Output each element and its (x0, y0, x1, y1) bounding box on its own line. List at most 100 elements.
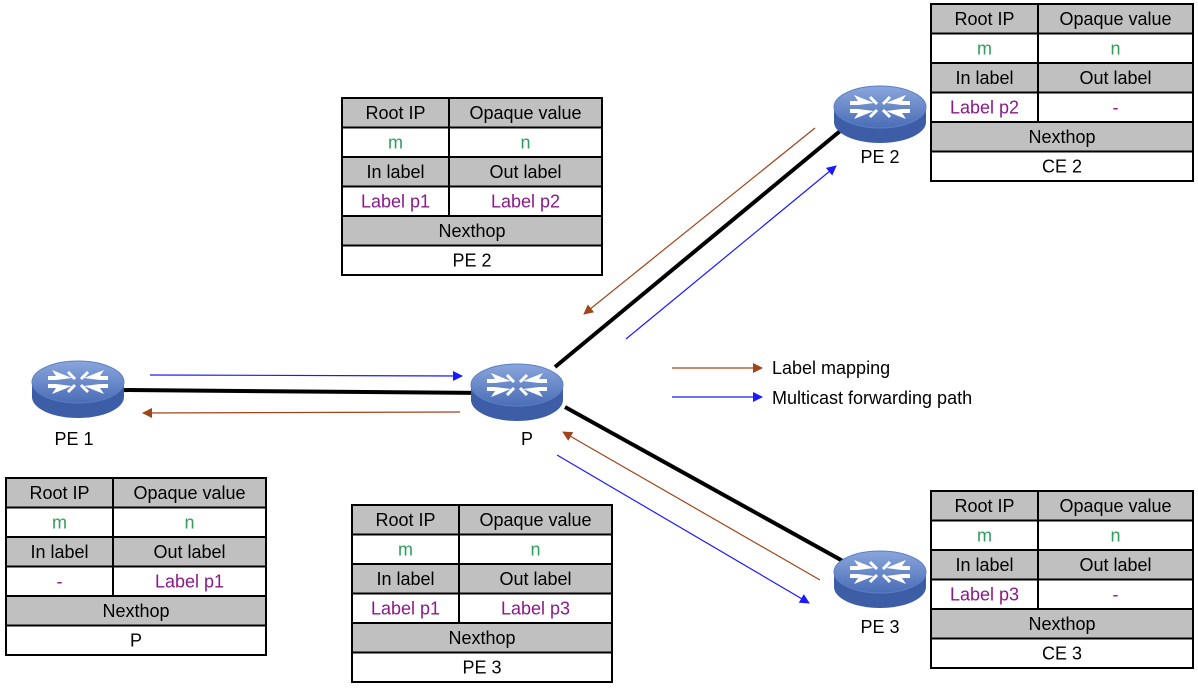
mapping-arrow-pe3-to-p (562, 431, 821, 581)
out-label-header: Out label (1079, 555, 1151, 575)
out-label-value: - (1113, 584, 1119, 604)
out-label-value: Label p3 (501, 598, 570, 618)
cell-in-label-header (5, 536, 114, 568)
root-ip-value: m (52, 512, 67, 532)
cell-root-ip-header (930, 490, 1039, 522)
multicast-arrow-pe1-to-p (149, 370, 463, 381)
router-pe2: PE 2 (833, 85, 927, 167)
cell-nexthop-value (341, 244, 603, 276)
link-p-pe2 (553, 125, 847, 369)
opaque-value-header: Opaque value (1059, 496, 1171, 516)
cell-root-ip-header (351, 504, 460, 536)
legend-label-mapping-text: Label mapping (772, 358, 890, 378)
router-icon (833, 85, 927, 143)
opaque-value: n (184, 512, 194, 532)
nexthop-value: CE 2 (1042, 156, 1082, 176)
nexthop-value: CE 3 (1042, 643, 1082, 663)
routers: PE 1 P PE 2 PE 3 (31, 85, 927, 637)
in-label-header: In label (955, 555, 1013, 575)
root-ip-value: m (398, 539, 413, 559)
nexthop-header: Nexthop (102, 601, 169, 621)
cell-opaque-value-header (112, 477, 267, 509)
mapping-arrow-pe2-to-p (583, 127, 816, 315)
router-p: P (470, 363, 564, 449)
router-label-pe3: PE 3 (860, 617, 899, 637)
multicast-arrow-p-to-pe2 (625, 165, 837, 340)
nexthop-value: P (130, 630, 142, 650)
nexthop-header: Nexthop (448, 628, 515, 648)
out-label-header: Out label (1079, 68, 1151, 88)
out-label-value: Label p1 (155, 571, 224, 591)
in-label-value: Label p1 (371, 598, 440, 618)
root-ip-header: Root IP (954, 496, 1014, 516)
link-p-pe3 (564, 405, 851, 567)
out-label-header: Out label (153, 542, 225, 562)
cell-root-ip-value (930, 32, 1039, 64)
cell-opaque-value (112, 506, 267, 538)
root-ip-header: Root IP (29, 483, 89, 503)
router-icon (31, 360, 125, 418)
nexthop-header: Nexthop (1028, 127, 1095, 147)
root-ip-header: Root IP (365, 103, 425, 123)
out-label-header: Out label (489, 162, 561, 182)
cell-opaque-value (448, 126, 603, 158)
label-table-pe3: Root IP Opaque value m n In label Out labelLa… (930, 490, 1194, 669)
root-ip-header: Root IP (954, 9, 1014, 29)
cell-opaque-value-header (448, 97, 603, 129)
cell-opaque-value-header (1037, 490, 1194, 522)
cell-out-label-header (112, 536, 267, 568)
cell-nexthop-value (351, 651, 613, 683)
in-label-value: Label p2 (950, 97, 1019, 117)
cell-in-label-header (930, 62, 1039, 94)
cell-out-label-header (1037, 549, 1194, 581)
router-label-p: P (521, 429, 533, 449)
cell-opaque-value (458, 533, 613, 565)
cell-nexthop-value (930, 637, 1194, 669)
cell-opaque-value (1037, 32, 1194, 64)
opaque-value-header: Opaque value (479, 510, 591, 530)
cell-out-label-value (448, 185, 603, 217)
opaque-value-header: Opaque value (1059, 9, 1171, 29)
in-label-header: In label (366, 162, 424, 182)
nexthop-header: Nexthop (1028, 614, 1095, 634)
nexthop-value: PE 3 (462, 657, 501, 677)
in-label-value: Label p3 (950, 584, 1019, 604)
out-label-header: Out label (499, 569, 571, 589)
router-label-pe1: PE 1 (54, 429, 93, 449)
link-pe1-p (119, 388, 491, 395)
in-label-value: - (57, 571, 63, 591)
nexthop-header: Nexthop (438, 221, 505, 241)
cell-out-label-header (458, 563, 613, 595)
root-ip-value: m (977, 38, 992, 58)
opaque-value: n (520, 132, 530, 152)
arrows (142, 127, 837, 604)
multicast-arrow-p-to-pe3 (556, 454, 810, 604)
router-pe1: PE 1 (31, 360, 125, 449)
router-icon (833, 550, 927, 608)
opaque-value-header: Opaque value (469, 103, 581, 123)
cell-out-label-value (1037, 91, 1194, 123)
cell-nexthop-header (930, 608, 1194, 640)
cell-opaque-value-header (458, 504, 613, 536)
opaque-value: n (1110, 525, 1120, 545)
legend: Label mapping Multicast forwarding path (672, 358, 972, 408)
out-label-value: Label p2 (491, 191, 560, 211)
in-label-header: In label (376, 569, 434, 589)
cell-nexthop-header (5, 595, 267, 627)
root-ip-value: m (977, 525, 992, 545)
opaque-value: n (530, 539, 540, 559)
cell-out-label-value (1037, 578, 1194, 610)
cell-nexthop-value (5, 624, 267, 656)
cell-out-label-header (448, 156, 603, 188)
in-label-value: Label p1 (361, 191, 430, 211)
cell-opaque-value (1037, 519, 1194, 551)
opaque-value: n (1110, 38, 1120, 58)
in-label-header: In label (955, 68, 1013, 88)
cell-nexthop-value (930, 150, 1194, 182)
cell-root-ip-value (930, 519, 1039, 551)
links (119, 125, 851, 567)
in-label-header: In label (30, 542, 88, 562)
